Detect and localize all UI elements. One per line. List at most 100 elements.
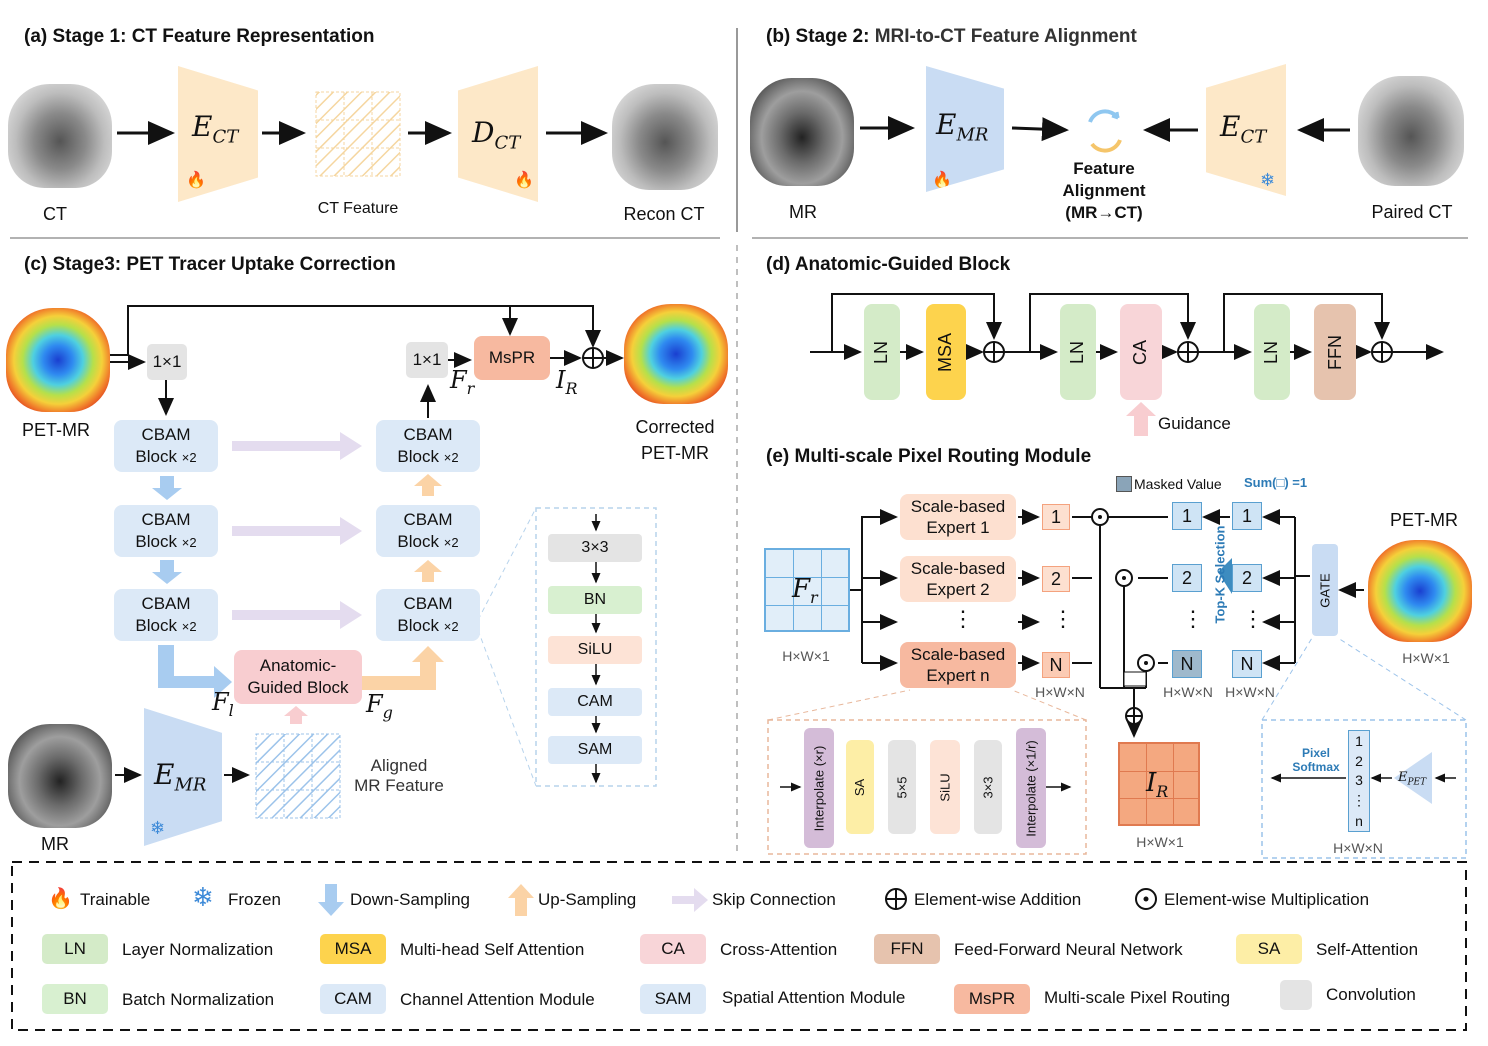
ct-encoder-symbol: E: [192, 110, 213, 143]
routed-dim: H×W×N: [1163, 684, 1213, 700]
stage2-title-prefix: (b) Stage 2:: [766, 26, 875, 47]
legend-up-sampling: Up-Sampling: [538, 890, 637, 909]
detail-silu: SiLU: [548, 636, 642, 664]
paired-ct-brain-image: [1358, 76, 1464, 186]
mspr-pet-label: PET-MR: [1389, 510, 1458, 530]
ct-decoder-symbol: D: [472, 116, 495, 149]
routed-out-n: N: [1172, 650, 1202, 678]
anatomic-guided-block: Anatomic- Guided Block: [234, 650, 362, 704]
stage3-mr-label: MR: [41, 834, 69, 854]
pixel-softmax-label: Pixel Softmax: [1292, 746, 1340, 774]
mr-encoder-subscript: MR: [956, 124, 989, 146]
expert-out-1: 1: [1042, 504, 1070, 530]
detail-sa: SA: [846, 740, 874, 834]
conv-1x1-output-label: 1×1: [412, 350, 442, 369]
corrected-pet-label: Corrected PET-MR: [635, 417, 715, 463]
mspr-label: MsPR: [488, 348, 536, 367]
legend-element-wise-addition: Element-wise Addition: [914, 890, 1082, 909]
expert-out-n: N: [1042, 652, 1070, 678]
mspr-fr-symbol: Fr: [792, 574, 818, 608]
agblock-title: (d) Anatomic-Guided Block: [766, 254, 1011, 275]
stage1-title: (a) Stage 1: CT Feature Representation: [24, 26, 375, 47]
agb-ffn: FFN: [1314, 304, 1356, 400]
legend-ln-swatch: LN: [42, 934, 108, 964]
mr-brain-image: [750, 78, 854, 186]
detail-silu-e: SiLU: [930, 740, 960, 834]
legend-down-arrow-icon: [318, 884, 344, 916]
expert-out-dots: ⋮: [1052, 606, 1074, 631]
ir-symbol: IR: [556, 366, 578, 398]
stage3-emr-symbol: E: [154, 758, 175, 791]
gate-dim: H×W×N: [1225, 684, 1275, 700]
detail-conv-5x5: 5×5: [888, 740, 916, 834]
masked-value-label: Masked Value: [1134, 476, 1222, 492]
stage3-emr-subscript: MR: [174, 774, 207, 796]
legend-conv-swatch: [1280, 980, 1312, 1010]
ct-encoder2-symbol: E: [1220, 110, 1241, 143]
legend-ffn-swatch: FFN: [874, 934, 940, 964]
masked-value-swatch: [1116, 476, 1132, 492]
ct-brain-image: [8, 84, 112, 188]
legend-trainable: Trainable: [80, 890, 151, 909]
legend-cam-text: Channel Attention Module: [400, 990, 595, 1009]
detail-sam: SAM: [548, 736, 642, 764]
routed-dots: ⋮: [1182, 606, 1204, 631]
gate-dots: ⋮: [1242, 606, 1264, 631]
legend-bn-text: Batch Normalization: [122, 990, 275, 1009]
fr-dim-label: H×W×1: [782, 648, 830, 664]
guidance-label: Guidance: [1158, 414, 1231, 433]
ct-encoder: ECT 🔥: [178, 66, 258, 202]
detail-cam: CAM: [548, 688, 642, 716]
ct-decoder: DCT 🔥: [458, 66, 538, 202]
legend-cam-swatch: CAM: [320, 984, 386, 1014]
ct-decoder-subscript: CT: [494, 132, 521, 154]
legend-add-icon: [885, 888, 907, 910]
gate-block: GATE: [1312, 544, 1338, 636]
legend-multiply-icon: [1135, 888, 1157, 910]
expert-dots: ⋮: [952, 606, 974, 631]
legend-sa-text: Self-Attention: [1316, 940, 1419, 959]
topk-selection-label: Top-K Selection: [1212, 525, 1228, 624]
detail-interpolate-down: Interpolate (×1/r): [1016, 728, 1046, 848]
ct-feature-label: CT Feature: [317, 200, 399, 217]
fl-symbol: Fl: [212, 688, 234, 720]
agb-ln-3: LN: [1254, 304, 1290, 400]
recon-ct-label: Recon CT: [623, 204, 705, 224]
conv-1x1-label: 1×1: [152, 352, 182, 371]
legend-snowflake-icon: ❄: [192, 882, 214, 912]
detail-bn: BN: [548, 586, 642, 614]
agb-ln-2: LN: [1060, 304, 1096, 400]
ct-input-label: CT: [43, 204, 67, 224]
gate-out-2: 2: [1232, 564, 1262, 592]
gate-out-1: 1: [1232, 502, 1262, 530]
legend-skip-arrow-icon: [672, 888, 708, 912]
gate-out-n: N: [1232, 650, 1262, 678]
conv-1x1-input: 1×1: [147, 344, 187, 380]
agb-ln-1: LN: [864, 304, 900, 400]
mspr-title: (e) Multi-scale Pixel Routing Module: [766, 446, 1092, 467]
legend-skip-connection: Skip Connection: [712, 890, 836, 909]
legend-ca-swatch: CA: [640, 934, 706, 964]
fire-icon: 🔥: [514, 172, 534, 189]
pet-mr-image: [6, 308, 110, 412]
mr-encoder-symbol: E: [936, 108, 957, 141]
legend-sa-swatch: SA: [1236, 934, 1302, 964]
expert-out-dim: H×W×N: [1035, 684, 1085, 700]
gate-vector-dim: H×W×N: [1333, 840, 1383, 856]
stage2-title: (b) Stage 2: MRI-to-CT Feature Alignment: [766, 26, 1137, 48]
legend-msa-text: Multi-head Self Attention: [400, 940, 585, 959]
mspr-block: MsPR: [474, 336, 550, 380]
fire-icon: 🔥: [186, 172, 206, 189]
recon-ct-brain-image: [612, 84, 718, 190]
snowflake-icon: ❄: [150, 818, 166, 838]
legend-bn-swatch: BN: [42, 984, 108, 1014]
corrected-pet-image: [624, 304, 728, 404]
mspr-ir-symbol: IR: [1146, 768, 1169, 802]
legend-sam-swatch: SAM: [640, 984, 706, 1014]
ct-encoder2-subscript: CT: [1240, 126, 1267, 148]
ir-dim-label: H×W×1: [1136, 834, 1184, 850]
